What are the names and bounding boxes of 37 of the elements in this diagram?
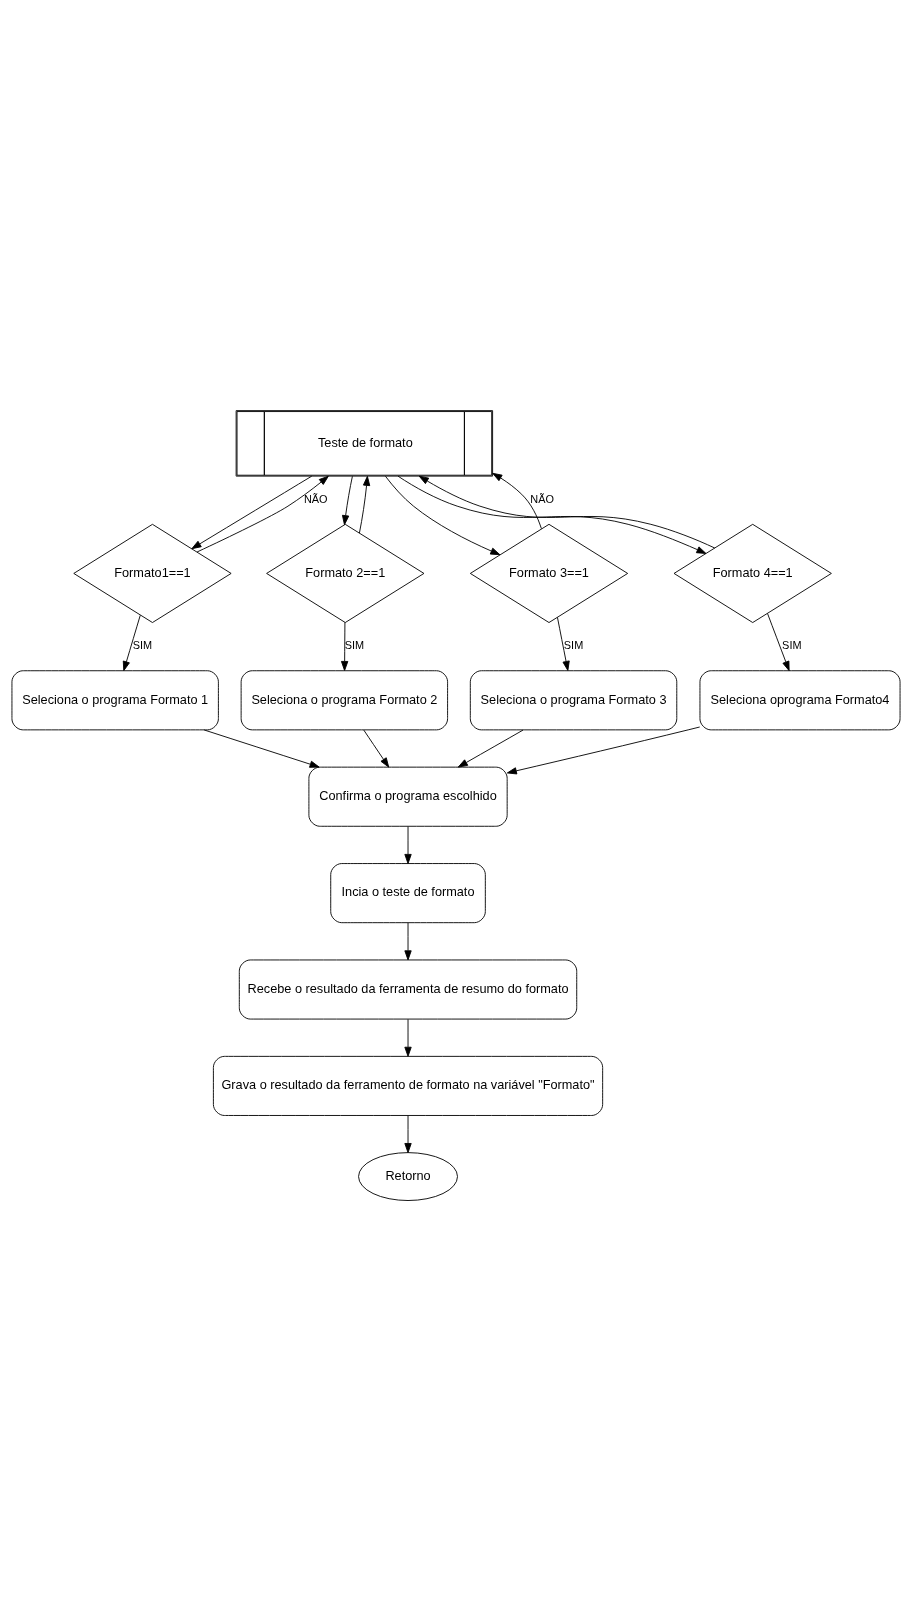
node-box: Grava o resultado da ferramento de formato na variável "Formato" (212, 1055, 604, 1116)
node-box: Incia o teste de formato (330, 863, 486, 924)
node-box: Seleciona oprograma Formato4 (699, 670, 901, 731)
arrow (385, 475, 501, 556)
arrow (363, 729, 390, 768)
node-diamond: Formato 4==1 (673, 523, 832, 623)
arrow (404, 1115, 412, 1154)
edge-label: NÃO (530, 493, 554, 506)
arrow (404, 922, 412, 961)
arrow (122, 614, 141, 672)
arrow (506, 726, 701, 775)
node-diamond: Formato 3==1 (469, 523, 629, 623)
arrow (358, 475, 371, 534)
edge-label: NÃO (303, 493, 328, 506)
arrow (191, 475, 313, 550)
node-ellipse: Retorno (358, 1152, 458, 1201)
arrow (196, 475, 329, 553)
node-diamond: Formato1==1 (73, 523, 232, 623)
node-box: Confirma o programa escolhido (308, 766, 508, 827)
arrow (404, 826, 412, 864)
arrow (342, 475, 353, 526)
arrow (767, 613, 790, 672)
arrow (457, 729, 524, 768)
node-box: Recebe o resultado da ferramenta de resumo do formato (238, 959, 578, 1020)
node-diamond: Formato 2==1 (266, 523, 425, 623)
arrow (492, 472, 542, 530)
arrow (341, 621, 349, 671)
arrow (203, 729, 320, 768)
edge-label: SIM (563, 639, 584, 652)
edge-label: SIM (344, 639, 365, 652)
node-box: Seleciona o programa Formato 3 (469, 670, 678, 731)
arrow (557, 616, 570, 671)
node-box: Seleciona o programa Formato 1 (11, 670, 219, 731)
node-box: Seleciona o programa Formato 2 (240, 670, 449, 731)
edge-label: SIM (782, 639, 802, 652)
edge-label: SIM (132, 639, 153, 652)
arrow (404, 1018, 412, 1057)
